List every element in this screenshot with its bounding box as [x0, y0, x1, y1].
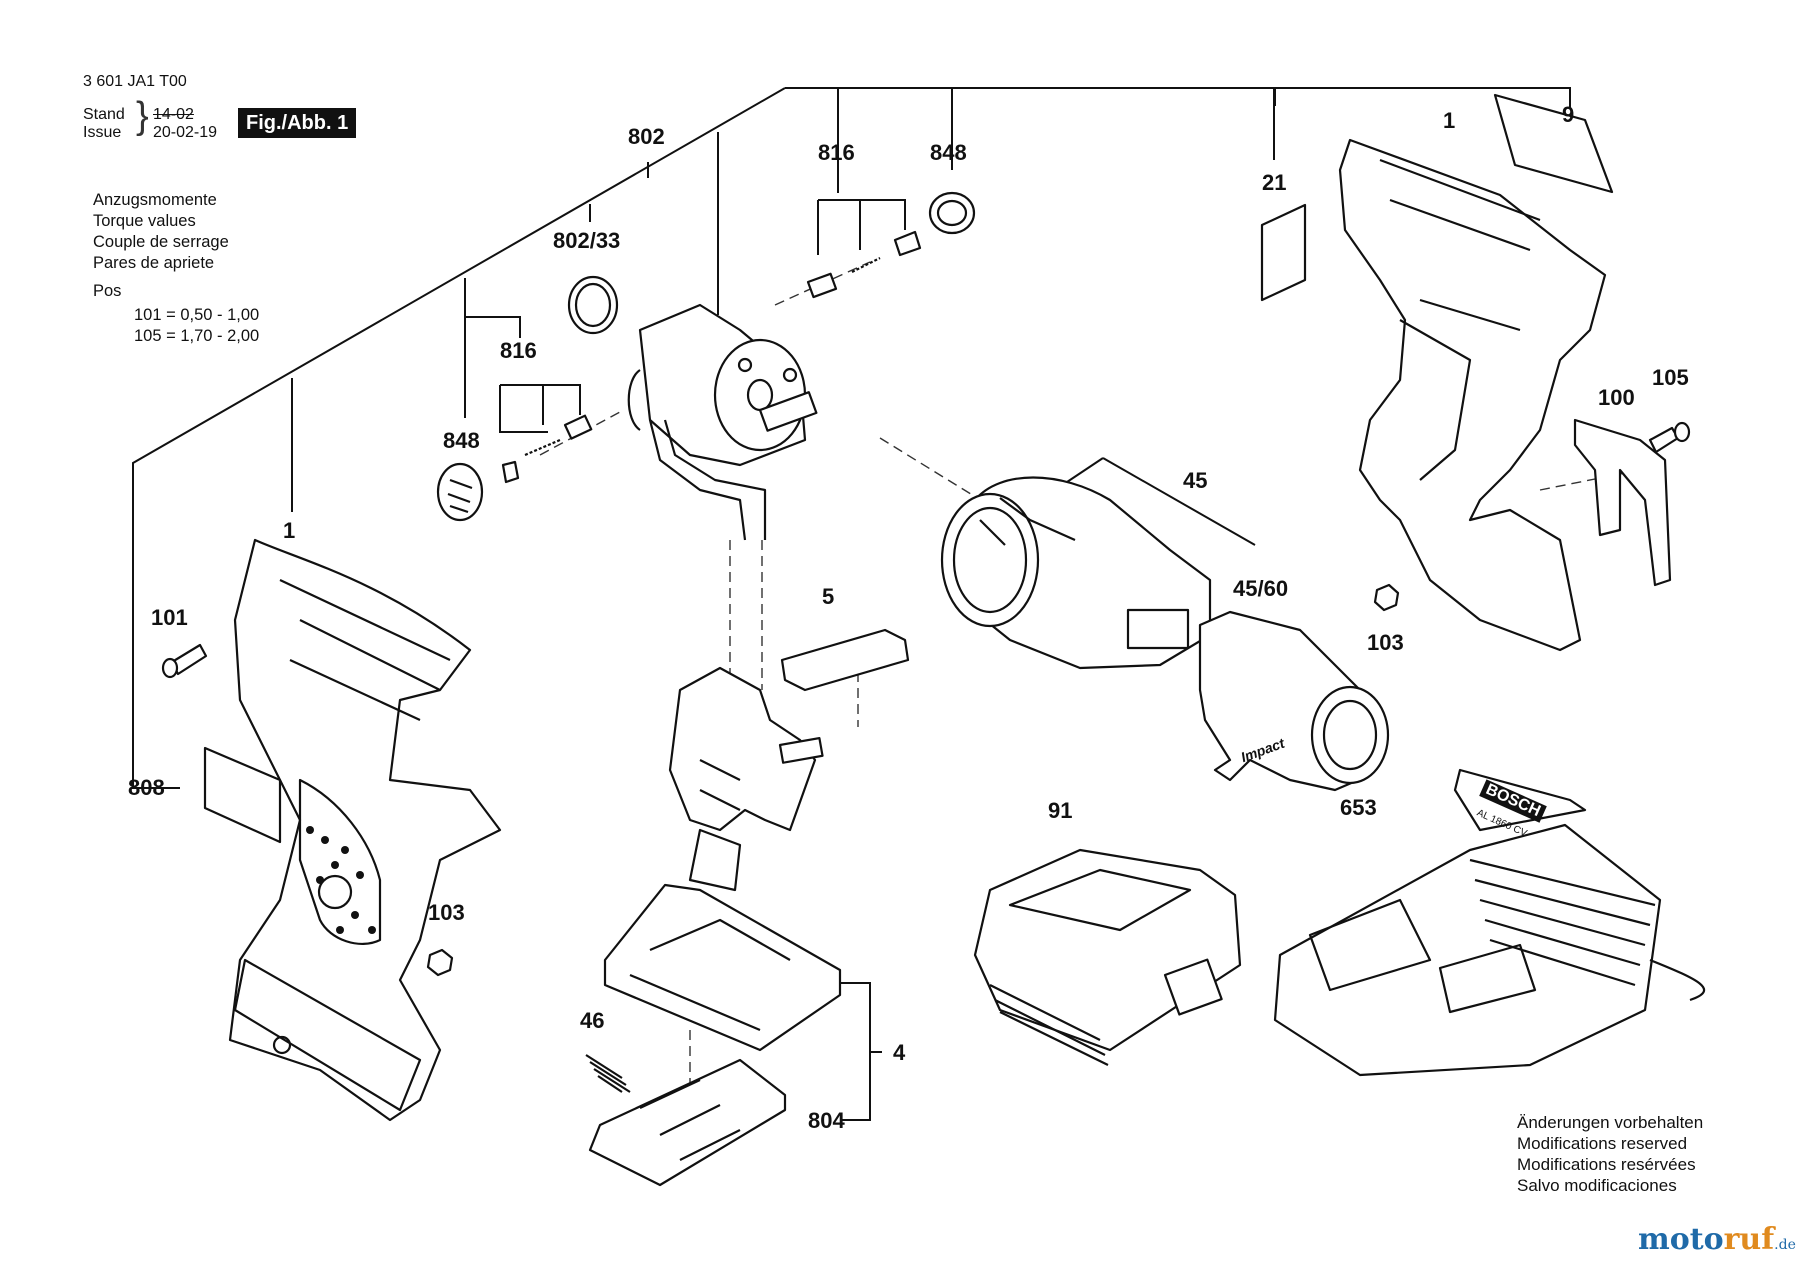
callout-816-left: 816	[500, 338, 537, 363]
callout-101: 101	[151, 605, 188, 630]
callout-46: 46	[580, 1008, 605, 1033]
callout-105: 105	[1652, 365, 1689, 390]
belt-clip-100	[1573, 418, 1672, 587]
note-fr: Modifications resérvées	[1517, 1155, 1696, 1174]
label-808	[203, 746, 282, 844]
leader-lines	[132, 87, 1571, 1121]
ring-802-33	[567, 275, 619, 335]
note-es: Salvo modificaciones	[1517, 1176, 1677, 1195]
callout-21: 21	[1262, 170, 1287, 195]
end-cap-848-top	[928, 191, 976, 235]
brace-symbol: }	[136, 95, 149, 137]
callout-1-left: 1	[283, 518, 296, 543]
impact-sleeve-45-60	[1198, 610, 1390, 792]
callout-9: 9	[1562, 102, 1575, 127]
label-9	[1493, 93, 1614, 194]
watermark-logo: motoruf.de	[1638, 1222, 1796, 1257]
torque-heading-en: Torque values	[93, 212, 196, 230]
callout-103-right: 103	[1367, 630, 1404, 655]
document-number: 3 601 JA1 T00	[83, 73, 187, 90]
screw-105	[1648, 421, 1691, 454]
callout-848-left: 848	[443, 428, 480, 453]
note-en: Modifications reserved	[1517, 1134, 1688, 1153]
callout-5: 5	[822, 584, 835, 609]
motor-802	[627, 303, 818, 541]
torque-heading-de: Anzugsmomente	[93, 191, 217, 209]
torque-heading-es: Pares de apriete	[93, 254, 215, 272]
callout-103-left: 103	[428, 900, 465, 925]
charger-653	[1273, 768, 1705, 1077]
issue-date: 20-02-19	[153, 124, 218, 141]
notes-block: Änderungen vorbehalten Modifications res…	[1517, 1112, 1703, 1196]
spring-46	[585, 1054, 631, 1093]
contact-plate-804	[588, 1058, 787, 1187]
figure-badge: Fig./Abb. 1	[238, 108, 357, 138]
housing-left-part-1	[228, 538, 502, 1122]
trigger-switch	[668, 666, 824, 892]
torque-value-105: 105 = 1,70 - 2,00	[134, 327, 260, 345]
stand-date: 14-02	[153, 106, 194, 123]
note-de: Änderungen vorbehalten	[1517, 1113, 1704, 1132]
gear-housing-45	[940, 476, 1212, 670]
torque-value-101: 101 = 0,50 - 1,00	[134, 306, 260, 324]
label-21	[1260, 203, 1307, 302]
watermark-part1: moto	[1638, 1222, 1724, 1257]
callout-816-top: 816	[818, 140, 855, 165]
nut-103-left	[426, 948, 454, 977]
callout-802-33: 802/33	[553, 228, 621, 253]
battery-pack-91	[973, 848, 1242, 1066]
callout-804: 804	[808, 1108, 845, 1133]
callout-1-right: 1	[1443, 108, 1456, 133]
callout-653: 653	[1340, 795, 1377, 820]
watermark-tld: .de	[1774, 1237, 1796, 1253]
nut-103-right	[1373, 583, 1400, 612]
callout-802: 802	[628, 124, 665, 149]
callout-4: 4	[893, 1040, 906, 1065]
callout-91: 91	[1048, 798, 1073, 823]
callout-100: 100	[1598, 385, 1635, 410]
callout-45-60: 45/60	[1233, 576, 1289, 601]
switch-cover-5	[780, 628, 910, 692]
base-plate-4	[603, 883, 842, 1052]
stand-label: Stand	[83, 106, 125, 123]
torque-pos-label: Pos	[93, 282, 122, 300]
brush-holder-816-top	[806, 230, 922, 299]
end-cap-848-left	[436, 462, 484, 522]
torque-heading-fr: Couple de serrage	[93, 233, 229, 251]
callout-848-top: 848	[930, 140, 967, 165]
brush-holder-816-left	[501, 414, 593, 484]
housing-right-part-1	[1338, 138, 1607, 652]
callout-45: 45	[1183, 468, 1208, 493]
callout-808: 808	[128, 775, 165, 800]
watermark-part2: ruf	[1723, 1222, 1775, 1257]
torque-block: Anzugsmomente Torque values Couple de se…	[93, 190, 259, 347]
issue-label: Issue	[83, 124, 122, 141]
screw-101	[161, 643, 208, 679]
